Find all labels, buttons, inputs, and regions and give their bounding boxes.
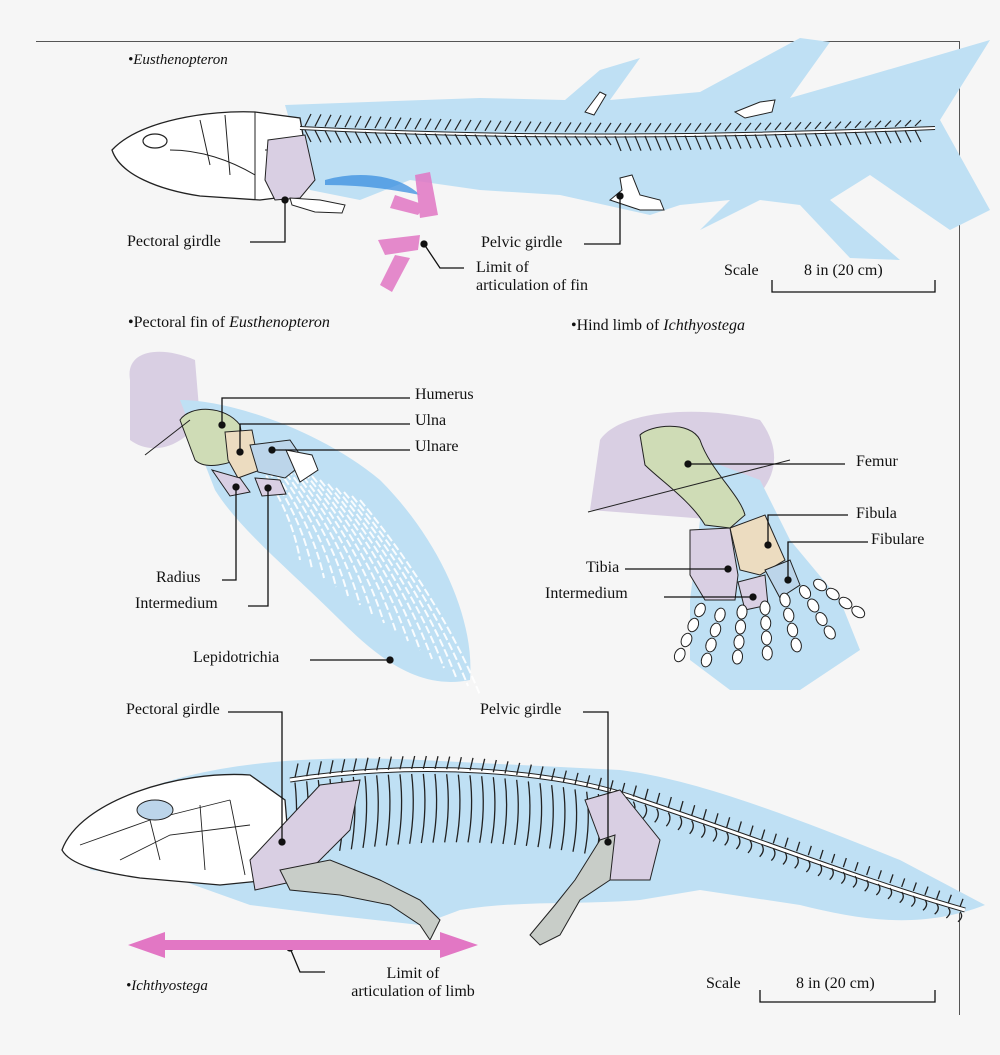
- page-frame: [36, 41, 960, 1015]
- fish-fin-silhouette: [285, 38, 990, 260]
- ichthyostega-title: •Ichthyostega: [126, 978, 208, 994]
- eusthenopteron-title: •Eusthenopteron: [128, 52, 228, 68]
- fin-articulation-limit-label-1: Limit of: [476, 259, 529, 276]
- fish-pectoral-girdle: [264, 134, 316, 201]
- hind-limb-title: •Hind limb of Ichthyostega: [571, 317, 746, 334]
- fin-articulation-limit-label-2: articulation of fin: [476, 277, 588, 294]
- pectoral-fin-drawing: [129, 351, 481, 696]
- fin-radials: [285, 449, 319, 483]
- fibulare-label: Fibulare: [871, 531, 925, 548]
- limb-articulation-limit-label-1: Limit of: [386, 965, 440, 982]
- hind-limb-leader-lines: [625, 460, 868, 601]
- ichthyostega-eye: [136, 799, 174, 821]
- ichthyostega-skeleton: [61, 755, 985, 946]
- fish-vertebrae: [304, 113, 922, 152]
- fish-blue-motion-arrow: [325, 175, 420, 195]
- limb-articulation-limit-label-2: articulation of limb: [351, 983, 475, 1000]
- fish-pectoral-fin-bones: [289, 197, 346, 214]
- ichthyostega-scale-bar: [759, 990, 936, 1003]
- intermedium-label: Intermedium: [135, 595, 218, 612]
- ichthyostega-skull: [61, 773, 291, 886]
- ichthyostega-pectoral-girdle-label: Pectoral girdle: [126, 701, 220, 718]
- eusthenopteron-scale-bar: [771, 280, 936, 293]
- ichthyostega-articulation-arrow: [128, 932, 478, 958]
- eusthenopteron-fish: [111, 38, 990, 292]
- eusthenopteron-pectoral-girdle-label: Pectoral girdle: [127, 233, 221, 250]
- fibula-label: Fibula: [856, 505, 897, 522]
- hind-digits: [673, 578, 866, 668]
- eusthenopteron-pelvic-girdle-label: Pelvic girdle: [481, 234, 563, 251]
- ulnare-label: Ulnare: [415, 438, 459, 455]
- ichthyostega-spine-inner: [289, 768, 966, 912]
- fish-limit-articulation-arrows: [378, 172, 438, 292]
- ichthyostega-scale-value: 8 in (20 cm): [796, 975, 875, 992]
- ichthyostega-scale-word: Scale: [706, 975, 741, 992]
- radius-label: Radius: [156, 569, 201, 586]
- hindlimb-body-line: [587, 459, 791, 513]
- eusthenopteron-leader-lines: [250, 192, 936, 293]
- tibia-label: Tibia: [586, 559, 620, 576]
- tibia-bone: [689, 527, 739, 601]
- body-outline-line: [144, 419, 191, 456]
- humerus-label: Humerus: [415, 386, 474, 403]
- fish-skull-lines: [169, 112, 300, 200]
- ulna-label: Ulna: [415, 412, 447, 429]
- eusthenopteron-scale-word: Scale: [724, 262, 759, 279]
- radius-bone: [210, 469, 251, 497]
- hind-limb-drawing: [587, 411, 866, 690]
- ichthyostega-pelvic-girdle-label: Pelvic girdle: [480, 701, 562, 718]
- fish-dorsal-fin-bones: [584, 91, 776, 119]
- fibulare-bone: [764, 559, 801, 599]
- pectoral-fin-title: •Pectoral fin of Eusthenopteron: [128, 314, 330, 331]
- lepidotrichia-label: Lepidotrichia: [193, 649, 280, 666]
- ichthyostega-hindlimb: [529, 834, 616, 946]
- ichthyostega-pectoral-girdle: [249, 779, 361, 891]
- eusthenopteron-scale-value: 8 in (20 cm): [804, 262, 883, 279]
- pectoral-fin-leader-lines: [218, 397, 410, 664]
- hind-intermedium-label: Intermedium: [545, 585, 628, 602]
- fish-eye: [142, 133, 168, 149]
- fish-spine-inner: [299, 127, 936, 137]
- femur-bone: [639, 425, 746, 529]
- lepidotrichia-rays: [239, 439, 481, 696]
- femur-label: Femur: [856, 453, 898, 470]
